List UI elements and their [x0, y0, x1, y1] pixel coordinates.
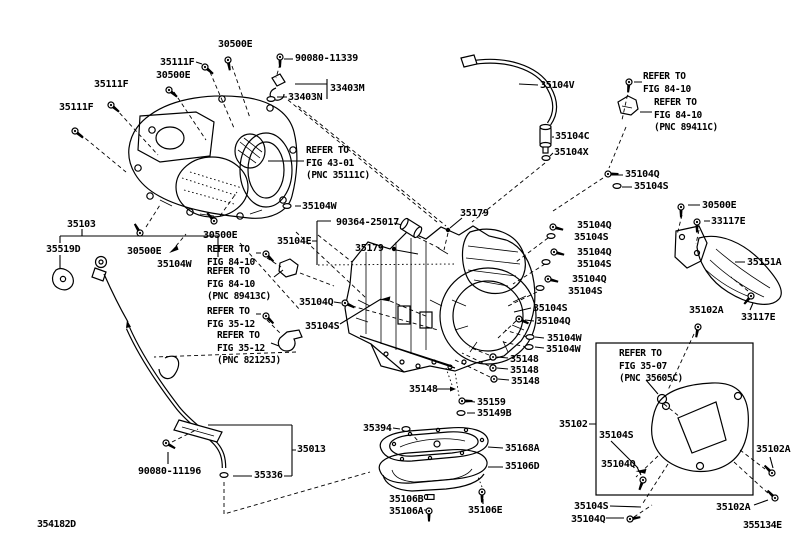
- part-number-label: 30500E: [156, 70, 191, 81]
- page-code-right: 355134E: [743, 520, 782, 531]
- part-number-label: 35102A: [756, 444, 791, 455]
- part-number-label: 35104S: [599, 430, 634, 441]
- part-number-label: 35106E: [468, 505, 503, 516]
- part-number-label: 30500E: [218, 39, 253, 50]
- part-number-label: 35104S: [305, 321, 340, 332]
- part-number-label: 35111F: [59, 102, 94, 113]
- part-number-label: 35149B: [477, 408, 512, 419]
- refer-note: REFER TO FIG 84-10 (PNC 89411C): [654, 97, 718, 133]
- part-number-label: 35104S: [577, 259, 612, 270]
- part-number-label: 35179: [355, 243, 384, 254]
- part-number-label: 35104V: [540, 80, 575, 91]
- part-number-label: 35104Q: [577, 247, 612, 258]
- oil-pan-drawing: [378, 426, 489, 492]
- part-number-label: 35104Q: [299, 297, 334, 308]
- part-number-label: 35104S: [574, 232, 609, 243]
- part-number-label: 30500E: [702, 200, 737, 211]
- part-number-label: 35102A: [689, 305, 724, 316]
- refer-note: REFER TO FIG 35-12: [207, 306, 255, 330]
- part-number-label: 35104E: [277, 236, 312, 247]
- bracket-inset-box: [595, 342, 771, 504]
- part-number-label: 35111F: [94, 79, 129, 90]
- part-number-label: 35148: [510, 365, 539, 376]
- part-number-label: 35104W: [546, 344, 581, 355]
- refer-note: REFER TO FIG 35-07 (PNC 35605C): [619, 348, 683, 384]
- part-number-label: 30500E: [203, 230, 238, 241]
- refer-note: REFER TO FIG 84-10: [207, 244, 255, 268]
- part-number-label: 35104S: [533, 303, 568, 314]
- transaxle-case-drawing: [344, 225, 537, 373]
- part-number-label: 35104W: [157, 259, 192, 270]
- part-number-label: 35159: [477, 397, 506, 408]
- projection-lines: [79, 63, 749, 518]
- fastener-icons: [70, 53, 780, 524]
- part-number-label: 35104Q: [571, 514, 606, 525]
- part-number-label: 35104W: [302, 201, 337, 212]
- refer-note: REFER TO FIG 84-10 (PNC 89413C): [207, 266, 271, 302]
- part-number-label: 35179: [460, 208, 489, 219]
- part-number-label: 90364-25017: [336, 217, 399, 228]
- part-number-label: 90080-11339: [295, 53, 358, 64]
- part-number-label: 35148: [510, 354, 539, 365]
- part-number-label: 35104Q: [625, 169, 660, 180]
- part-number-label: 33117E: [711, 216, 746, 227]
- part-number-label: 35106D: [505, 461, 540, 472]
- part-number-label: 35102A: [716, 502, 751, 513]
- part-number-label: 35104Q: [536, 316, 571, 327]
- refer-note: REFER TO FIG 35-12 (PNC 82125J): [217, 330, 281, 366]
- part-number-label: 35013: [297, 444, 326, 455]
- bell-housing-drawing: [128, 95, 298, 220]
- part-number-label: 35104X: [554, 147, 589, 158]
- part-number-label: 35106B: [389, 494, 424, 505]
- oil-cooler-hose-drawing: [266, 54, 639, 161]
- part-number-label: 35519D: [46, 244, 81, 255]
- part-number-label: 35106A: [389, 506, 424, 517]
- part-number-label: 90080-11196: [138, 466, 201, 477]
- refer-note: REFER TO FIG 84-10: [643, 71, 691, 95]
- part-number-label: 35151A: [747, 257, 782, 268]
- page-code-left: 354182D: [37, 519, 76, 530]
- part-number-label: 33403M: [330, 83, 365, 94]
- part-number-label: 35148: [409, 384, 438, 395]
- part-number-label: 30500E: [127, 246, 162, 257]
- part-number-label: 35394: [363, 423, 392, 434]
- part-number-label: 35104Q: [577, 220, 612, 231]
- part-number-label: 35104Q: [601, 459, 636, 470]
- part-number-label: 35104S: [568, 286, 603, 297]
- part-number-label: 35104S: [634, 181, 669, 192]
- part-number-label: 35103: [67, 219, 96, 230]
- refer-note: REFER TO FIG 43-01 (PNC 35111C): [306, 145, 370, 181]
- part-number-label: 35102: [559, 419, 588, 430]
- part-number-label: 35111F: [160, 57, 195, 68]
- part-number-label: 33403N: [288, 92, 323, 103]
- part-number-label: 35336: [254, 470, 283, 481]
- dipstick-and-filler-tube-drawing: [51, 255, 229, 478]
- part-number-label: 35168A: [505, 443, 540, 454]
- part-number-label: 35104C: [555, 131, 590, 142]
- part-number-label: 35104W: [547, 333, 582, 344]
- part-number-label: 35104Q: [572, 274, 607, 285]
- part-number-label: 33117E: [741, 312, 776, 323]
- part-number-label: 35148: [511, 376, 540, 387]
- part-number-label: 35104S: [574, 501, 609, 512]
- heat-shield-drawing: [674, 225, 782, 305]
